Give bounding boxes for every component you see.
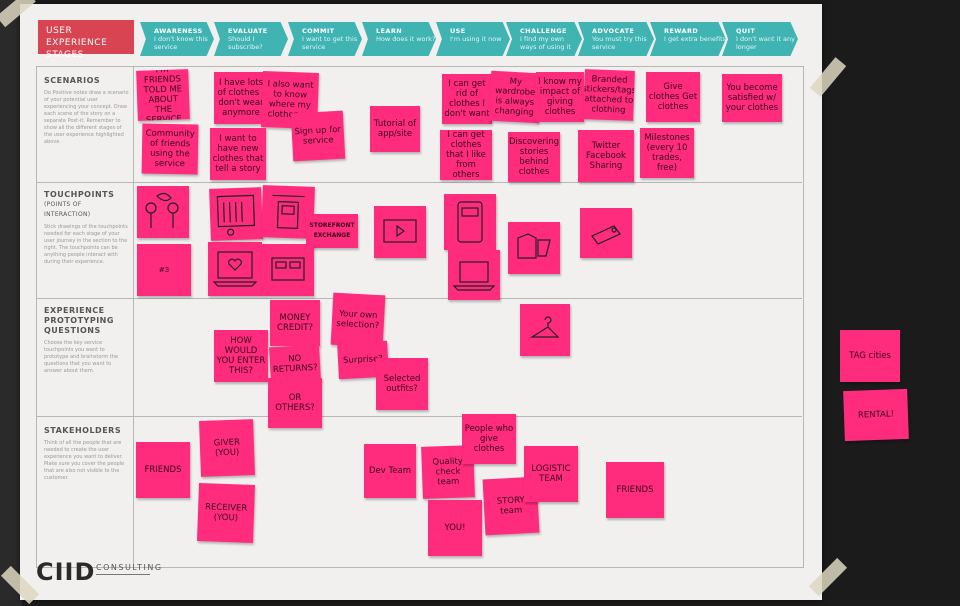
ciid-logo: CIID (36, 558, 96, 586)
sketch-note-hanger (520, 304, 570, 356)
sticky-note: People who give clothes (462, 414, 516, 464)
sketch-note-people-talking (137, 186, 189, 238)
sticky-note: Your own selection? (330, 292, 386, 348)
sticky-note: Sign up for service (290, 110, 346, 162)
wall-edge (0, 0, 22, 606)
row-label-touchpoints: TOUCHPOINTS (POINTS OF INTERACTION) Stic… (44, 190, 128, 265)
sketch-note-storefront (209, 187, 263, 241)
sticky-note: I know my impact of giving clothes (536, 72, 584, 122)
sticky-note: You become satisfied w/ your clothes (722, 74, 782, 122)
sticky-note: Dev Team (364, 444, 416, 498)
sketch-note-laptop (448, 250, 500, 300)
sticky-note: Branded stickers/tags attached to clothi… (583, 69, 635, 121)
sketch-note-tag (580, 208, 632, 258)
row-divider (36, 416, 802, 417)
sticky-note: Milestones (every 10 trades, free) (640, 128, 694, 178)
sticky-note: I can get rid of clothes I don't want (442, 74, 492, 124)
sticky-note: My wardrobe is always changing (488, 70, 542, 124)
sketch-note-phone (444, 194, 496, 250)
sticky-note: Twitter Facebook Sharing (578, 130, 634, 182)
sticky-note: RECEIVER (YOU) (197, 483, 255, 543)
stages-title: USER EXPERIENCE STAGES (38, 20, 134, 60)
sticky-note: YOU! (428, 500, 482, 556)
sketch-note-screen-grid (262, 244, 314, 296)
sticky-note: I have lots of clothes I don't wear anym… (214, 72, 268, 124)
sticky-note: I'm FRIENDS TOLD ME ABOUT THE SERVICE (136, 69, 190, 121)
sticky-note: Tutorial of app/site (370, 106, 420, 152)
sticky-note: Give clothes Get clothes (646, 72, 700, 122)
sketch-note-kiosk (261, 185, 315, 239)
sticky-note: OR OTHERS? (268, 378, 322, 428)
sketch-note-laptop-heart (208, 242, 262, 296)
blueprint-grid (36, 66, 804, 568)
row-label-prototyping: EXPERIENCE PROTOTYPING QUESTIONS Choose … (44, 306, 119, 374)
row-divider (36, 182, 802, 183)
sticky-note: Community of friends using the service (141, 123, 199, 175)
sticky-note: I want to have new clothes that tell a s… (210, 128, 266, 180)
sticky-note: RENTAL! (843, 388, 909, 442)
row-label-stakeholders: STAKEHOLDERS Think of all the people tha… (44, 426, 125, 481)
sketch-note-video-screen (374, 206, 426, 258)
label-column-divider (133, 66, 134, 566)
row-divider (36, 298, 802, 299)
sticky-note: GIVER (YOU) (199, 419, 255, 477)
sticky-note: HOW WOULD YOU ENTER THIS? (214, 330, 268, 382)
sticky-note: Discovering stories behind clothes (508, 132, 560, 182)
sticky-note: FRIENDS (606, 462, 664, 518)
sketch-note-clothes-tag (508, 222, 560, 274)
sticky-note: MONEY CREDIT? (270, 300, 320, 346)
sticky-note: I can get clothes that I like from other… (440, 130, 492, 180)
sticky-note: Selected outfits? (376, 358, 428, 410)
sticky-note: LOGISTIC TEAM (524, 446, 578, 502)
sticky-note: FRIENDS (136, 442, 190, 498)
logo-rule (96, 574, 150, 575)
sticky-note: TAG cities (840, 330, 900, 382)
consulting-label: CONSULTING (96, 563, 163, 572)
sticky-note: STOREFRONT EXCHANGE (306, 214, 358, 248)
row-label-scenarios: SCENARIOS Do Positive notes draw a scena… (44, 76, 129, 145)
sticky-note: #3 (137, 244, 191, 296)
